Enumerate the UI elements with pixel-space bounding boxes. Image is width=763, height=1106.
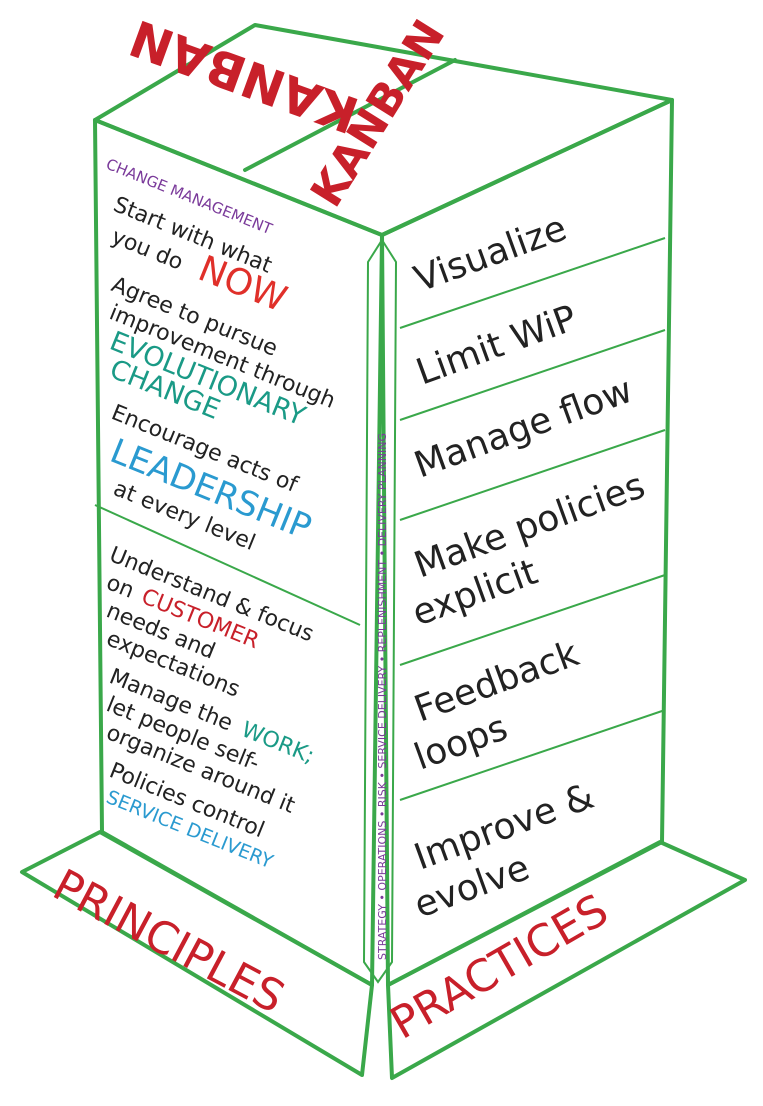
cube-right-face <box>380 98 674 987</box>
cube-left-face <box>93 118 384 987</box>
practice-visualize: Visualize <box>409 208 572 301</box>
practices-text: Visualize Limit WiP Manage flow Make pol… <box>407 208 650 927</box>
practice-limit-wip: Limit WiP <box>411 298 582 394</box>
principles-text: CHANGE MANAGEMENT Start with what you do… <box>103 155 339 873</box>
cadence-strip: STRATEGY • OPERATIONS • RISK • SERVICE D… <box>362 238 398 984</box>
practice-manage-flow: Manage flow <box>409 370 638 487</box>
principles-base-label: PRINCIPLES <box>45 860 293 1024</box>
cadences-label: STRATEGY • OPERATIONS • RISK • SERVICE D… <box>376 433 389 960</box>
kanban-label-top-left: KANBAN <box>122 8 365 144</box>
